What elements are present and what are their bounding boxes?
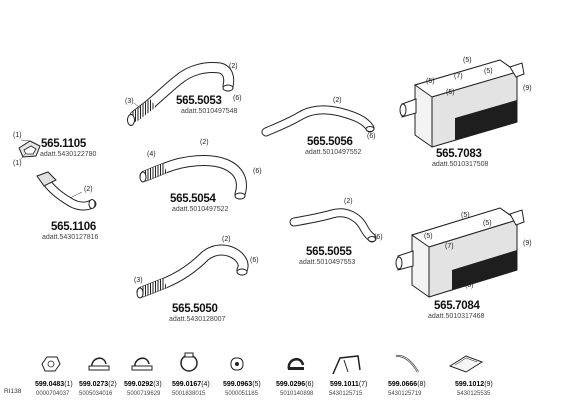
small-part-code: 599.0666(8) [388,381,426,388]
part-code-565-7083: 565.7083 [436,148,482,160]
callout: (5) [461,212,470,219]
small-part-code: 599.1011(7) [330,381,368,388]
callout: (2) [200,139,209,146]
band-clamp-icon [180,352,198,372]
part-code-565-1106: 565.1106 [51,221,96,233]
callout: (5) [446,89,455,96]
part-sub-565-7083: adatt.5010317508 [432,161,489,168]
callout: (6) [367,133,376,140]
callout: (8) [501,262,510,269]
callout: (2) [84,186,93,193]
clamp-icon [287,357,305,370]
part-sub-565-5053: adatt.5010497548 [181,108,238,115]
callout: (5) [426,78,435,85]
part-565-5055 [289,208,377,243]
part-code-565-5056: 565.5056 [307,136,353,148]
small-part-code: 599.0273(2) [79,381,117,388]
part-565-5056 [261,105,375,137]
part-565-5054 [139,155,247,200]
clamp-icon [131,357,153,371]
callout: (7) [454,73,463,80]
callout: (1) [13,132,22,139]
strap-icon [395,354,419,373]
callout: (6) [250,257,259,264]
part-565-7083-muffler [399,59,525,148]
callout: (3) [134,277,143,284]
small-part-sub: 5430125715 [329,391,363,397]
small-part-sub: 0000704037 [36,391,70,397]
part-sub-565-5056: adatt.5010497552 [305,149,362,156]
part-565-7084-muffler [395,207,525,298]
small-part-sub: 5001838015 [172,391,206,397]
small-part-sub: 5010140898 [280,391,314,397]
part-sub-565-1106: adatt.5430127816 [42,234,99,241]
part-code-565-7084: 565.7084 [434,300,480,312]
part-code-565-5050: 565.5050 [172,303,218,315]
heat-shield-icon [448,355,484,373]
small-part-sub: 5005034016 [79,391,113,397]
small-part-sub: 5430125535 [457,391,491,397]
small-part-code: 599.0483(1) [35,381,73,388]
small-part-sub: 5000051185 [225,391,258,397]
callout: (7) [445,243,454,250]
callout: (6) [374,234,383,241]
small-part-code: 599.1012(9) [455,381,493,388]
callout: (3) [125,98,134,105]
callout: (2) [333,97,342,104]
callout: (5) [483,220,492,227]
callout: (9) [523,240,532,247]
callout: (8) [465,282,474,289]
callout: (6) [233,95,242,102]
callout: (2) [229,63,238,70]
callout: (8) [463,128,472,135]
part-565-5053 [127,62,235,126]
callout: (9) [523,85,532,92]
part-code-565-5054: 565.5054 [170,193,216,205]
callout: (5) [484,68,493,75]
part-sub-565-7084: adatt.5010317468 [428,313,485,320]
part-sub-565-5055: adatt.5010497553 [299,259,356,266]
callout: (8) [504,107,513,114]
callout: (2) [222,236,231,243]
part-sub-565-1105: adatt.5430122780 [40,151,97,158]
part-sub-565-5050: adatt.5430128007 [169,316,226,323]
callout: (4) [147,151,156,158]
part-565-1105 [18,139,41,161]
callout: (6) [253,168,262,175]
small-part-code: 599.0167(4) [172,381,210,388]
clamp-icon [88,357,110,371]
small-part-code: 599.0963(5) [223,381,261,388]
part-565-5050 [136,244,249,299]
small-part-code: 599.0292(3) [124,381,162,388]
part-sub-565-5054: adatt.5010497522 [172,206,229,213]
small-part-code: 599.0296(6) [276,381,314,388]
callout: (5) [463,57,472,64]
bracket-icon [332,355,361,375]
gasket-icon [41,356,61,372]
rubber-mount-icon [230,357,244,371]
small-part-sub: 5000719629 [127,391,161,397]
small-part-sub: 5430125719 [388,391,422,397]
callout: (2) [344,198,353,205]
callout: (5) [424,233,433,240]
callout: (1) [13,160,22,167]
part-565-1106 [36,171,97,211]
part-code-565-5055: 565.5055 [306,246,352,258]
part-code-565-5053: 565.5053 [176,95,222,107]
part-code-565-1105: 565.1105 [41,138,86,150]
diagram-reference: RI138 [4,388,22,395]
